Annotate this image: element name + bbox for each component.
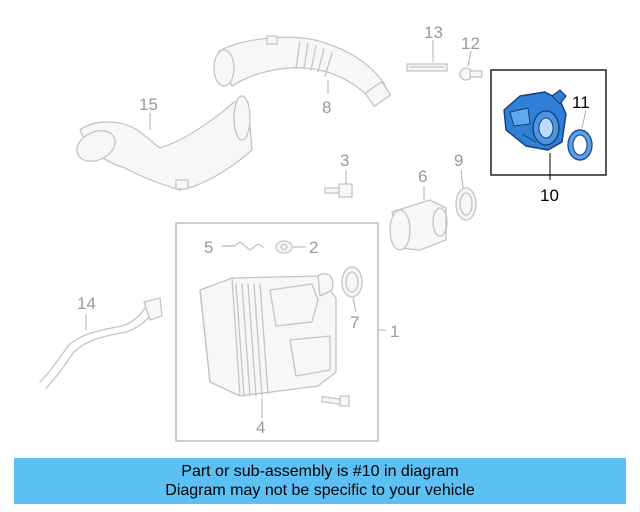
leader-lines xyxy=(85,40,587,418)
callout-2: 2 xyxy=(309,238,318,257)
banner-line-2: Diagram may not be specific to your vehi… xyxy=(165,482,475,499)
part-3-bolt xyxy=(324,183,353,198)
part-8-intake-hose xyxy=(213,35,392,107)
info-banner: Part or sub-assembly is #10 in diagram D… xyxy=(14,458,626,504)
part-2-grommet xyxy=(275,240,293,254)
callout-4: 4 xyxy=(256,418,265,437)
banner-line-1: Part or sub-assembly is #10 in diagram xyxy=(181,463,459,480)
callout-7: 7 xyxy=(350,313,359,332)
part-6-adapter xyxy=(389,199,448,251)
part-housing-bolt xyxy=(321,395,350,407)
part-12-bolt xyxy=(459,67,483,81)
assembly-1-frame xyxy=(175,222,379,442)
callout-8: 8 xyxy=(322,98,331,117)
part-7-seal xyxy=(341,266,363,298)
callout-5: 5 xyxy=(204,238,213,257)
callout-13: 13 xyxy=(424,23,443,42)
part-13-bracket xyxy=(406,63,448,72)
callout-10: 10 xyxy=(540,186,559,205)
highlight-box-10 xyxy=(490,69,607,176)
callout-9: 9 xyxy=(454,151,463,170)
callout-11: 11 xyxy=(572,93,590,112)
callout-3: 3 xyxy=(340,151,349,170)
callout-6: 6 xyxy=(418,167,427,186)
part-10-throttle-body xyxy=(503,89,567,151)
callout-1: 1 xyxy=(390,322,399,341)
callout-12: 12 xyxy=(461,34,480,53)
part-14-hose xyxy=(39,297,163,389)
part-9-clamp xyxy=(455,187,477,221)
part-4-air-cleaner-housing xyxy=(199,273,337,397)
part-15-intake-duct xyxy=(76,95,253,191)
callout-14: 14 xyxy=(77,294,96,313)
part-11-gasket xyxy=(567,129,593,161)
callout-15: 15 xyxy=(139,95,158,114)
parts-diagram: 1 2 3 4 5 6 7 8 9 10 11 12 13 14 15 xyxy=(39,23,607,442)
